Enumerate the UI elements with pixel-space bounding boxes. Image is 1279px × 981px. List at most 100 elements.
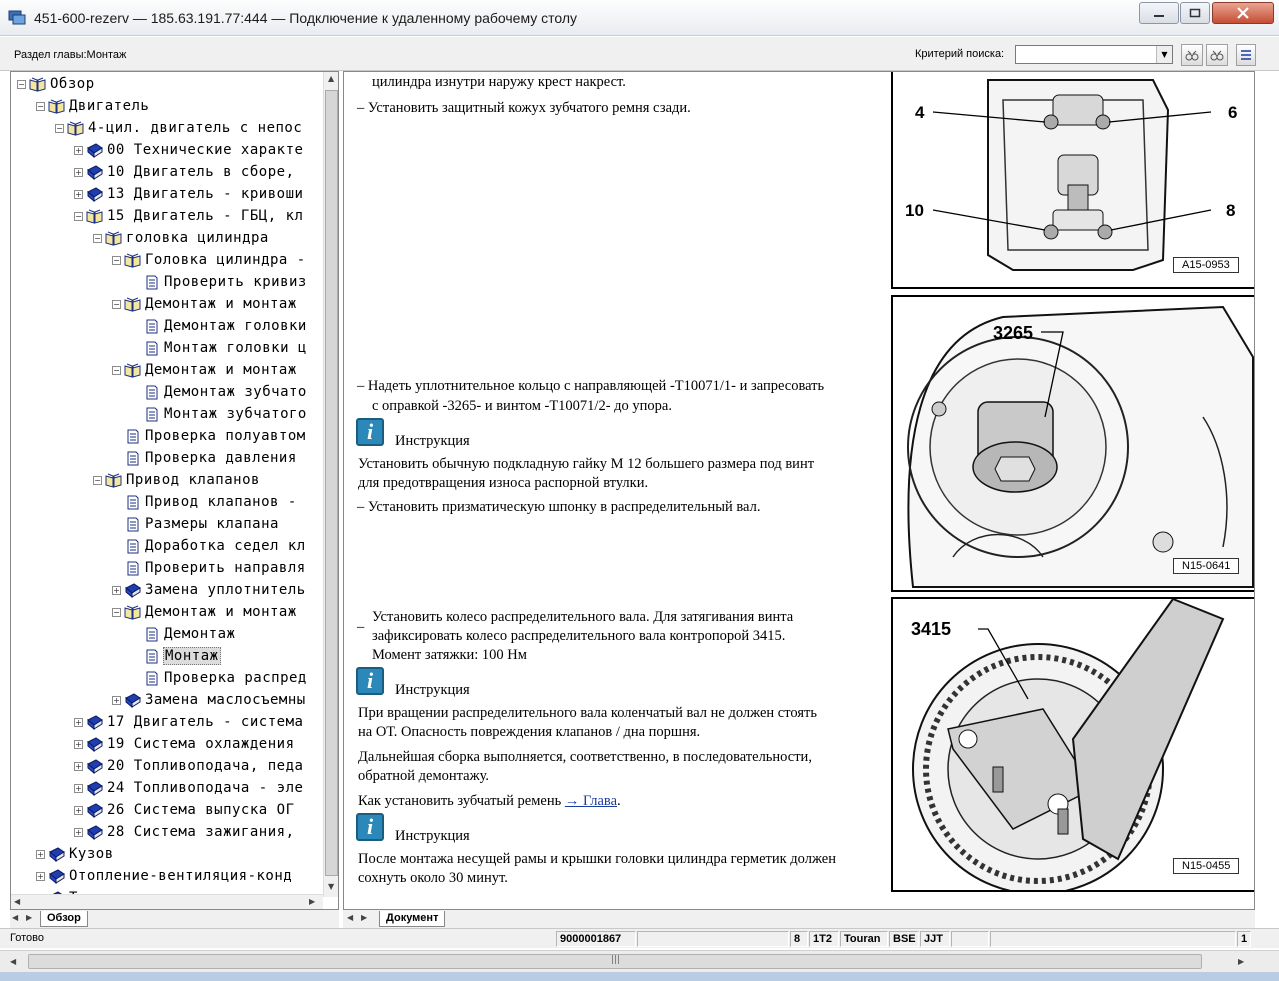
- tree-item[interactable]: −Демонтаж и монтаж: [112, 359, 298, 381]
- tree-item[interactable]: +Замена маслосъемны: [112, 689, 307, 711]
- window-scroll-thumb[interactable]: |||: [28, 954, 1202, 969]
- search-criteria-combo[interactable]: ▼: [1015, 45, 1173, 64]
- tree-item[interactable]: −Демонтаж и монтаж: [112, 601, 298, 623]
- tree-item[interactable]: +00 Технические характе: [74, 139, 304, 161]
- tab-document[interactable]: Документ: [379, 911, 446, 927]
- remote-desktop-icon: [8, 10, 26, 26]
- tree-item[interactable]: Монтаж зубчатого: [131, 403, 308, 425]
- tree-item[interactable]: +24 Топливоподача - эле: [74, 777, 304, 799]
- expand-icon[interactable]: +: [74, 189, 83, 199]
- binoculars-icon: [1210, 50, 1224, 61]
- tree-item[interactable]: +10 Двигатель в сборе,: [74, 161, 296, 183]
- tab-overview[interactable]: Обзор: [40, 911, 88, 927]
- tree-item[interactable]: +13 Двигатель - кривоши: [74, 183, 304, 205]
- tree-item[interactable]: −Обзор: [17, 73, 96, 95]
- close-button[interactable]: [1212, 2, 1274, 24]
- collapse-icon[interactable]: −: [36, 101, 45, 111]
- collapse-icon[interactable]: −: [112, 299, 121, 309]
- tree-item[interactable]: Размеры клапана: [112, 513, 280, 535]
- expand-icon[interactable]: +: [74, 827, 83, 837]
- expand-icon[interactable]: +: [36, 849, 45, 859]
- tree-item[interactable]: Демонтаж зубчато: [131, 381, 308, 403]
- tree-item[interactable]: +Замена уплотнитель: [112, 579, 307, 601]
- tab-scroll-left-icon[interactable]: ◀: [12, 913, 19, 922]
- tree-item[interactable]: Проверить направля: [112, 557, 307, 579]
- doc-step: – Установить призматическую шпонку в рас…: [357, 499, 761, 515]
- collapse-icon[interactable]: −: [93, 475, 102, 485]
- minimize-button[interactable]: [1139, 2, 1179, 24]
- scroll-up-icon[interactable]: ▲: [328, 74, 335, 83]
- tree-item[interactable]: −Головка цилиндра -: [112, 249, 307, 271]
- tree-item[interactable]: +26 Система выпуска ОГ: [74, 799, 296, 821]
- tree-item[interactable]: Привод клапанов -: [112, 491, 298, 513]
- scroll-left-icon[interactable]: ◀: [10, 957, 17, 966]
- fig-callout: 8: [1226, 201, 1235, 220]
- search-prev-button[interactable]: [1181, 44, 1203, 66]
- tree-item[interactable]: −Двигатель: [36, 95, 150, 117]
- chapter-link[interactable]: → Глава: [564, 793, 618, 809]
- scroll-right-icon[interactable]: ▶: [1238, 957, 1245, 966]
- tree-item[interactable]: −4-цил. двигатель с непос: [55, 117, 303, 139]
- expand-icon[interactable]: +: [112, 695, 121, 705]
- tab-scroll-right-icon[interactable]: ▶: [361, 913, 368, 922]
- tree-item[interactable]: +Отопление-вентиляция-конд: [36, 865, 293, 887]
- window-horizontal-scrollbar[interactable]: ◀ ||| ▶: [0, 950, 1279, 972]
- collapse-icon[interactable]: −: [74, 211, 83, 221]
- tree-view[interactable]: −Обзор−Двигатель−4-цил. двигатель с непо…: [11, 72, 323, 897]
- expand-icon[interactable]: +: [36, 871, 45, 881]
- collapse-icon[interactable]: −: [93, 233, 102, 243]
- tree-item[interactable]: −головка цилиндра: [93, 227, 270, 249]
- tree-item[interactable]: Проверить кривиз: [131, 271, 308, 293]
- tree-item[interactable]: −Демонтаж и монтаж: [112, 293, 298, 315]
- toc-button[interactable]: [1236, 44, 1256, 66]
- tree-item[interactable]: Демонтаж головки: [131, 315, 308, 337]
- figure-code: A15-0953: [1173, 257, 1239, 273]
- tree-item[interactable]: Демонтаж: [131, 623, 236, 645]
- expand-icon[interactable]: +: [74, 805, 83, 815]
- tree-item[interactable]: Проверка распред: [131, 667, 308, 689]
- search-next-button[interactable]: [1206, 44, 1228, 66]
- tab-scroll-left-icon[interactable]: ◀: [347, 913, 354, 922]
- expand-icon[interactable]: +: [74, 717, 83, 727]
- tree-horizontal-scrollbar[interactable]: ◀ ▶: [11, 894, 323, 909]
- tree-vertical-scrollbar[interactable]: ▲ ▼: [323, 72, 338, 897]
- tree-item-label: Проверить кривиз: [164, 274, 307, 290]
- collapse-icon[interactable]: −: [55, 123, 64, 133]
- collapse-icon[interactable]: −: [17, 79, 26, 89]
- tree-item[interactable]: +28 Система зажигания,: [74, 821, 296, 843]
- expand-icon[interactable]: +: [112, 585, 121, 595]
- tree-scroll-thumb[interactable]: [325, 90, 338, 876]
- scroll-left-icon[interactable]: ◀: [14, 897, 21, 906]
- figure-oil-seal-press: 3265 N15-0641: [891, 295, 1254, 592]
- tree-item[interactable]: +Кузов: [36, 843, 115, 865]
- tree-item[interactable]: −15 Двигатель - ГБЦ, кл: [74, 205, 304, 227]
- tree-item-label: Проверить направля: [145, 560, 306, 576]
- maximize-button[interactable]: [1180, 2, 1210, 24]
- expand-icon[interactable]: +: [74, 145, 83, 155]
- expand-icon[interactable]: +: [74, 783, 83, 793]
- expand-icon[interactable]: +: [74, 167, 83, 177]
- tree-item[interactable]: Проверка давления: [112, 447, 298, 469]
- instruction-title: Инструкция: [395, 828, 470, 844]
- tree-item[interactable]: +19 Система охлаждения: [74, 733, 296, 755]
- tree-item[interactable]: +17 Двигатель - система: [74, 711, 304, 733]
- expand-icon[interactable]: +: [74, 761, 83, 771]
- tree-item[interactable]: −Привод клапанов: [93, 469, 261, 491]
- status-bar: Готово 9000001867 8 1T2 Touran BSE JJT 1: [0, 928, 1279, 948]
- scroll-down-icon[interactable]: ▼: [328, 882, 335, 891]
- collapse-icon[interactable]: −: [112, 255, 121, 265]
- status-field: 1T2: [809, 931, 839, 947]
- tree-item[interactable]: Доработка седел кл: [112, 535, 307, 557]
- collapse-icon[interactable]: −: [112, 365, 121, 375]
- expand-icon[interactable]: +: [74, 739, 83, 749]
- tree-item[interactable]: Проверка полуавтом: [112, 425, 307, 447]
- scroll-right-icon[interactable]: ▶: [309, 897, 316, 906]
- tree-item-label: 20 Топливоподача, педа: [107, 758, 304, 774]
- chevron-down-icon[interactable]: ▼: [1156, 46, 1172, 63]
- tree-item[interactable]: Монтаж головки ц: [131, 337, 308, 359]
- collapse-icon[interactable]: −: [112, 607, 121, 617]
- tab-scroll-right-icon[interactable]: ▶: [26, 913, 33, 922]
- tree-item[interactable]: Монтаж: [131, 645, 221, 667]
- tree-item[interactable]: +20 Топливоподача, педа: [74, 755, 304, 777]
- tree-item-label: Монтаж зубчатого: [164, 406, 307, 422]
